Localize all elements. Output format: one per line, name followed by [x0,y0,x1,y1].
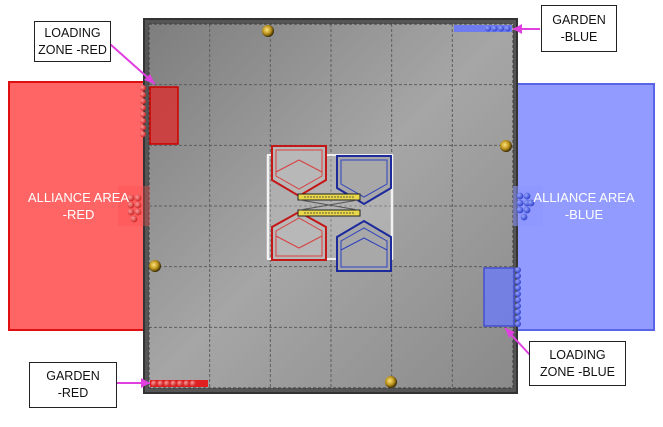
blue-ball [516,206,524,214]
gold-post [262,25,274,37]
blue-goal-top [336,155,392,206]
blue-ball [527,199,535,207]
blue-ball [515,303,521,309]
blue-ball [520,213,528,221]
gold-post [500,140,512,152]
blue-ball [485,25,491,32]
blue-ball [515,279,521,285]
red-ball [164,380,170,387]
red-ball [130,215,138,223]
red-ball [140,104,146,111]
red-ball [157,380,164,387]
blue-ball [504,25,511,32]
red-ball [183,380,190,387]
blue-ball [498,25,504,32]
blue-ball [515,315,521,321]
blue-ball [516,192,524,200]
red-ball [140,98,146,105]
red-goal-top [271,145,327,198]
alliance-area-red [8,81,150,331]
blue-ball [515,285,521,291]
callout-loading-zone-red: LOADING ZONE -RED [34,21,111,62]
red-ball [127,208,135,216]
red-ball [140,85,146,91]
arrow-head [505,328,515,338]
alliance-area-red-label: ALLIANCE AREA -RED [27,190,130,222]
garden-blue [454,25,512,32]
blue-ball [516,199,524,207]
alliance-area-blue-label: ALLIANCE AREA -BLUE [533,190,635,222]
loading-zone-blue [483,267,515,327]
loading-zone-red [149,86,179,145]
callout-loading-zone-blue: LOADING ZONE -BLUE [529,341,626,386]
red-ball [140,111,146,118]
blue-ball [491,25,498,32]
red-ball [134,201,142,209]
center-structure [266,145,394,272]
blue-ball [523,192,531,200]
red-ball [127,201,135,209]
red-ball [140,118,146,124]
blue-goal-bottom [336,219,392,272]
gold-post [149,260,161,272]
blue-ball [515,309,521,315]
gold-post [385,376,397,388]
red-ball [170,380,177,387]
callout-garden-blue: GARDEN -BLUE [541,5,617,52]
blue-ball [515,321,521,327]
blue-ball [515,273,521,279]
red-ball [140,131,146,138]
arrow-head [144,74,155,84]
red-ball [177,380,183,387]
callout-garden-red: GARDEN -RED [29,362,117,408]
arrow-head [141,378,150,388]
red-goal-bottom [271,210,327,261]
blue-ball [515,291,521,297]
red-ball [134,194,142,202]
red-ball [127,194,135,202]
red-ball [151,380,157,387]
red-ball [140,91,146,98]
blue-ball [523,206,531,214]
blue-ball [515,297,521,303]
red-ball [140,124,146,131]
red-ball [134,208,142,216]
field-grid [149,24,513,388]
red-ball [190,380,196,387]
blue-ball [515,267,521,273]
arrow-head [513,24,522,34]
